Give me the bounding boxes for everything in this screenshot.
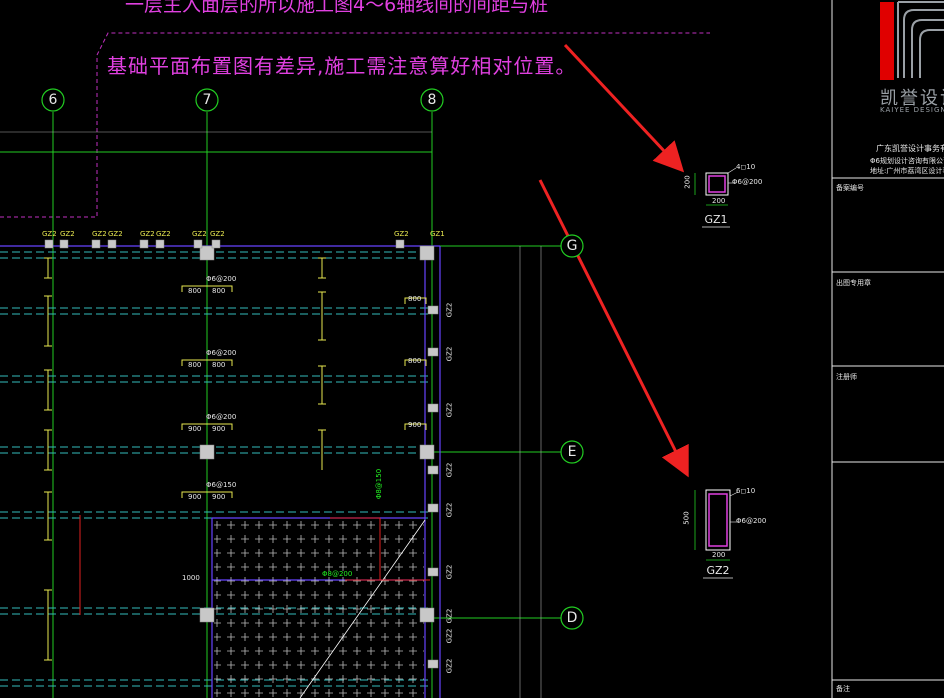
axis-grid (0, 112, 561, 698)
arrow-to-gz1 (563, 43, 685, 173)
gz2-height: 500 (682, 511, 691, 525)
tb-field-stamp: 出图专用章 (836, 279, 871, 287)
rebar-label: Φ8@150 (375, 468, 384, 500)
gz-label: GZ2 (192, 230, 207, 238)
tb-field-remark: 备注 (836, 685, 850, 693)
rebar-label: Φ8@200 (322, 570, 353, 578)
logo-en: KAIYEE DESIGN (880, 106, 944, 114)
dim-label: 900 (188, 425, 202, 433)
title-block (831, 0, 944, 698)
axis-label-8: 8 (427, 92, 437, 108)
gz-label: GZ2 (156, 230, 171, 238)
gz2-width: 200 (712, 551, 726, 559)
axis-label-6: 6 (48, 92, 58, 108)
note-top-text: 一层主入面层的所以施工图4～6轴线间的间距与桩 (125, 0, 549, 16)
columns (44, 239, 439, 669)
dim-label: 900 (212, 493, 226, 501)
gz2-rebar: 6◻10 (736, 487, 756, 495)
dim-label: 800 (188, 361, 202, 369)
gz2-section (694, 489, 739, 579)
axis-label-E: E (567, 444, 577, 460)
gz1-width: 200 (712, 197, 726, 205)
note-boundary (0, 32, 710, 218)
logo-red-bar (880, 2, 894, 80)
company-sub2: 地址:广州市荔湾区设计事务有限公司 (870, 167, 944, 175)
arrow-to-gz2 (538, 179, 689, 478)
dim-label: 900 (212, 425, 226, 433)
gz-label: GZ2 (394, 230, 409, 238)
gz-label: GZ2 (140, 230, 155, 238)
rebar-label: Φ6@150 (206, 481, 237, 489)
gz-label: GZ2 (445, 658, 454, 674)
tb-field-engineer: 注册师 (836, 373, 857, 381)
dim-label: 900 (188, 493, 202, 501)
red-lines (79, 515, 430, 615)
dim-label: 800 (408, 295, 422, 303)
gz-label: GZ2 (445, 502, 454, 518)
gz-label: GZ2 (445, 402, 454, 418)
gz-label: GZ2 (108, 230, 123, 238)
gz-label: GZ2 (445, 628, 454, 644)
company-name: 广东凯誉设计事务有限公司 (876, 144, 944, 153)
dim-label: 800 (212, 361, 226, 369)
gz1-height: 200 (683, 175, 692, 189)
rebar-dims (44, 257, 427, 661)
rebar-label: Φ6@200 (206, 413, 237, 421)
gz-label: GZ2 (42, 230, 57, 238)
axis-bubbles (41, 88, 584, 630)
gz2-stirrup: Φ6@200 (736, 517, 767, 525)
company-sub1: Φ6规划设计咨询有限公司 (870, 157, 944, 165)
gz1-label-plan: GZ1 (430, 230, 445, 238)
axis-label-D: D (566, 610, 578, 626)
gz1-stirrup: Φ6@200 (732, 178, 763, 186)
logo-cn: 凯誉设计 (880, 88, 944, 109)
dim-label: 1000 (182, 574, 200, 582)
gz1-title: GZ1 (704, 213, 728, 226)
gz-label: GZ2 (445, 302, 454, 318)
dim-label: 800 (408, 357, 422, 365)
tb-field-record: 备案编号 (836, 184, 864, 192)
rebar-label: Φ6@200 (206, 349, 237, 357)
logo-mark (897, 1, 944, 78)
axis-label-G: G (566, 238, 578, 254)
gz-label: GZ2 (445, 608, 454, 624)
rebar-label: Φ6@200 (206, 275, 237, 283)
gz2-title: GZ2 (706, 564, 730, 577)
gz-label: GZ2 (445, 564, 454, 580)
gz1-section (694, 167, 737, 228)
axis-label-7: 7 (202, 92, 212, 108)
gz-label: GZ2 (210, 230, 225, 238)
gz1-rebar: 4◻10 (736, 163, 756, 171)
slab-diagonal (299, 519, 426, 698)
note-main-text: 基础平面布置图有差异,施工需注意算好相对位置。 (107, 54, 577, 78)
gz-label: GZ2 (445, 462, 454, 478)
slab-hatch (214, 520, 424, 698)
dim-label: 800 (212, 287, 226, 295)
gz-label: GZ2 (60, 230, 75, 238)
gz-label: GZ2 (445, 346, 454, 362)
gz-label: GZ2 (92, 230, 107, 238)
dim-label: 900 (408, 421, 422, 429)
dim-label: 800 (188, 287, 202, 295)
